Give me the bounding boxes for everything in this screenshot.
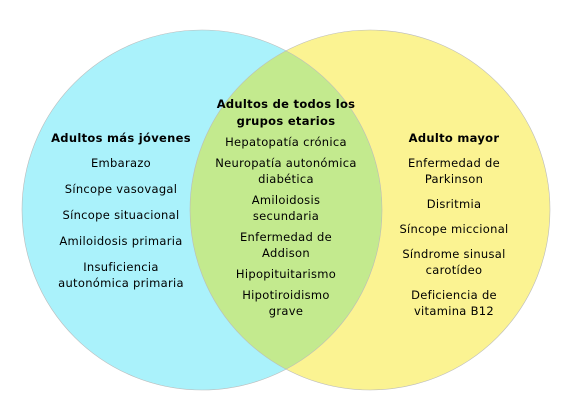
older-adults-circle-outline (189, 29, 551, 391)
list-item: Hepatopatía crónica (225, 135, 347, 149)
all-ages-group: Adultos de todos los grupos etarios Hepa… (208, 96, 364, 324)
all-ages-heading: Adultos de todos los grupos etarios (216, 97, 356, 128)
list-item: Hipopituitarismo (235, 267, 337, 281)
list-item: Síncope situacional (62, 208, 180, 222)
all-ages-overlap (190, 30, 382, 390)
list-item: Deficiencia de vitamina B12 (411, 288, 497, 318)
list-item: Disritmia (426, 197, 482, 211)
list-item: Síncope vasovagal (64, 182, 178, 196)
list-item: Síncope miccional (399, 222, 509, 236)
older-adults-group: Adulto mayor Enfermedad de Parkinson Dis… (380, 130, 528, 328)
list-item: Enfermedad de Parkinson (407, 156, 501, 186)
list-item: Insuficiencia autonómica primaria (58, 260, 184, 290)
younger-adults-circle-outline (21, 29, 383, 391)
list-item: Amiloidosis secundaria (251, 193, 321, 223)
list-item: Síndrome sinusal carotídeo (402, 247, 506, 277)
older-adults-heading: Adulto mayor (408, 131, 500, 145)
list-item: Hipotiroidismo grave (242, 288, 330, 318)
list-item: Neuropatía autonómica diabética (215, 156, 357, 186)
younger-adults-group: Adultos más jóvenes Embarazo Síncope vas… (36, 130, 206, 301)
list-item: Amiloidosis primaria (59, 234, 183, 248)
younger-adults-heading: Adultos más jóvenes (51, 131, 191, 145)
list-item: Enfermedad de Addison (239, 230, 333, 260)
list-item: Embarazo (90, 156, 152, 170)
